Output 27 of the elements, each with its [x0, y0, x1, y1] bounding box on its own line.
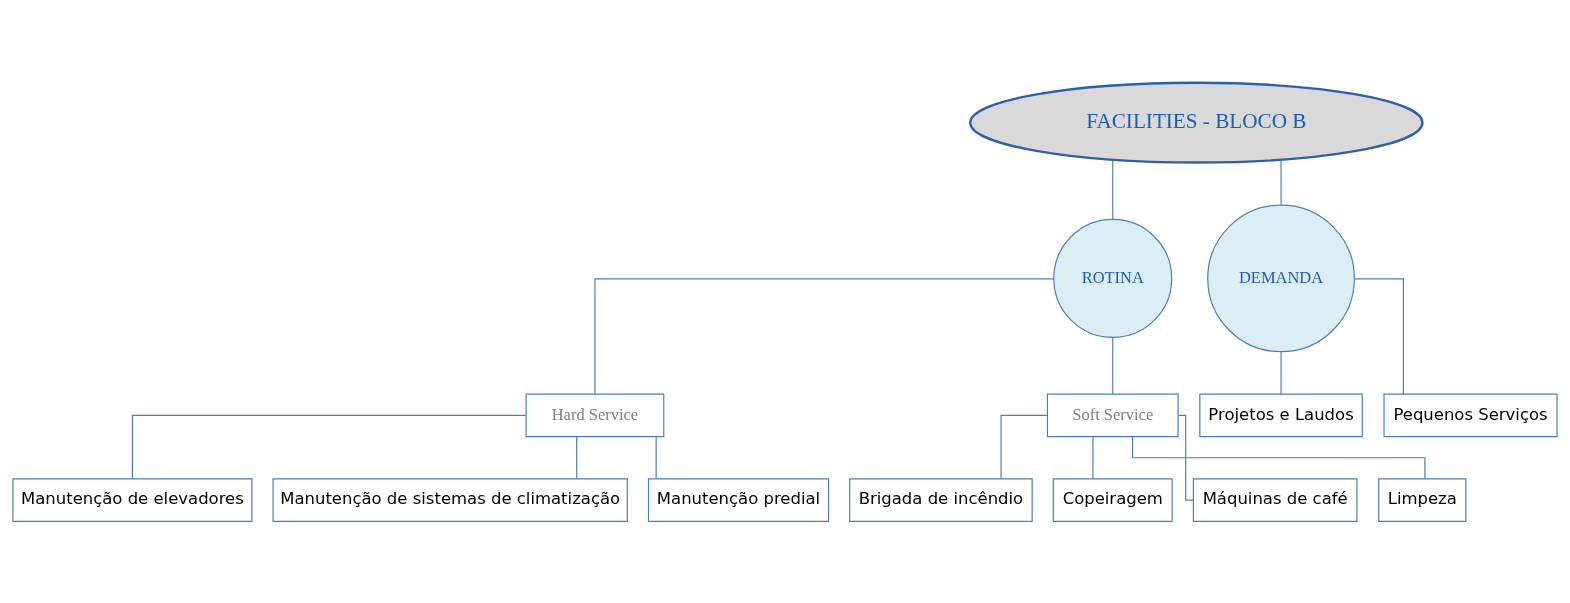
connector: [1132, 435, 1426, 479]
node-box: Soft Service: [1046, 393, 1179, 437]
connector: [131, 414, 527, 479]
connector: [576, 435, 578, 479]
node-box: Máquinas de café: [1192, 477, 1358, 522]
connector: [1092, 435, 1094, 479]
node-box: Manutenção de elevadores: [12, 477, 253, 522]
connector: [1354, 277, 1404, 395]
node-box: Pequenos Serviços: [1383, 393, 1558, 437]
node-box: Brigada de incêndio: [849, 477, 1033, 522]
node-box: Manutenção de sistemas de climatização: [272, 477, 628, 522]
connector: [1177, 414, 1194, 501]
node-box: Projetos e Laudos: [1199, 393, 1363, 437]
connector: [1280, 351, 1282, 394]
node-circle: ROTINA: [1053, 218, 1173, 338]
node-box: Manutenção predial: [647, 477, 830, 522]
connector: [1112, 336, 1114, 395]
node-box: Hard Service: [525, 393, 665, 437]
node-ellipse: FACILITIES - BLOCO B: [969, 81, 1424, 164]
connector: [1112, 158, 1114, 220]
connector: [594, 277, 1055, 395]
node-box: Limpeza: [1378, 477, 1467, 522]
node-circle: DEMANDA: [1207, 204, 1355, 352]
connector: [1280, 158, 1282, 205]
node-box: Copeiragem: [1052, 477, 1173, 522]
connector: [1000, 414, 1048, 479]
connector: [655, 435, 657, 479]
